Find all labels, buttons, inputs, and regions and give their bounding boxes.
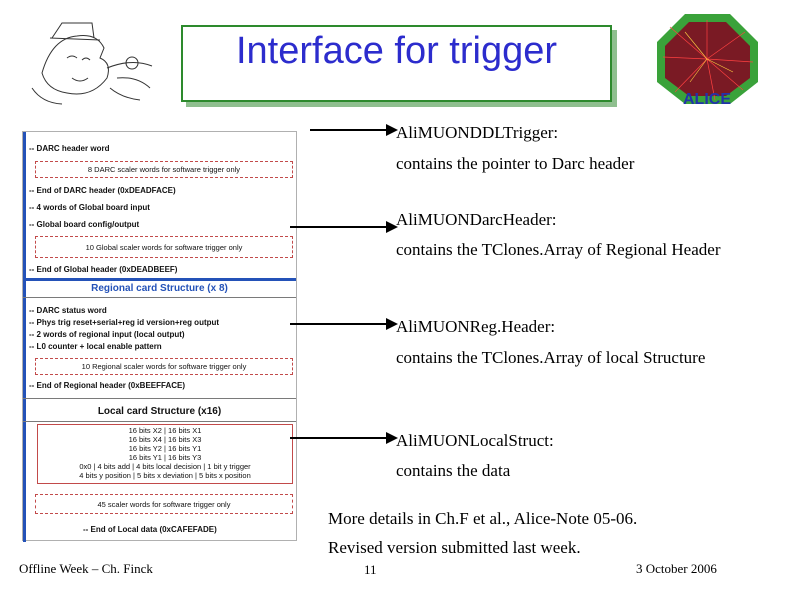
end-darc-header: -- End of DARC header (0xDEADFACE) xyxy=(29,186,176,195)
label-reg-header-class: AliMUONReg.Header: xyxy=(396,317,556,336)
footer-page-number: 11 xyxy=(364,562,377,577)
footer-author: Offline Week – Ch. Finck xyxy=(19,561,153,576)
phys-trig-reset: -- Phys trig reset+serial+reg id version… xyxy=(29,318,220,327)
local-data-row-3: 16 bits Y2 | 16 bits Y1 xyxy=(128,444,202,453)
local-scaler-words: 45 scaler words for software trigger onl… xyxy=(97,500,231,509)
global-board-input: -- 4 words of Global board input xyxy=(29,203,150,212)
mad-hatter-illustration xyxy=(31,22,153,105)
arrow-reg-header xyxy=(290,323,388,325)
local-data-row-2: 16 bits X4 | 16 bits X3 xyxy=(128,435,202,444)
arrow-ddl-trigger xyxy=(310,129,388,131)
label-ddl-trigger-desc: contains the pointer to Darc header xyxy=(396,154,635,173)
details-line-1: More details in Ch.F et al., Alice-Note … xyxy=(328,509,638,528)
local-card-title: Local card Structure (x16) xyxy=(97,406,222,417)
darc-header-word: -- DARC header word xyxy=(29,144,110,153)
regional-scaler-words: 10 Regional scaler words for software tr… xyxy=(81,362,247,371)
global-scaler-box: 10 Global scaler words for software trig… xyxy=(35,236,293,258)
label-darc-header-class: AliMUONDarcHeader: xyxy=(396,210,557,229)
global-scaler-words: 10 Global scaler words for software trig… xyxy=(85,243,243,252)
label-reg-header-desc: contains the TClones.Array of local Stru… xyxy=(396,348,706,367)
regional-divider xyxy=(23,278,296,281)
local-data-row-5: 0x0 | 4 bits add | 4 bits local decision… xyxy=(79,462,251,471)
darc-scaler-words: 8 DARC scaler words for software trigger… xyxy=(87,165,241,174)
regional-card-title: Regional card Structure (x 8) xyxy=(91,283,228,294)
end-global-header: -- End of Global header (0xDEADBEEF) xyxy=(29,265,178,274)
label-ddl-trigger-class: AliMUONDDLTrigger: xyxy=(396,123,559,142)
local-data-row-6: 4 bits y position | 5 bits x deviation |… xyxy=(79,471,251,480)
arrow-darc-header xyxy=(290,226,388,228)
local-data-row-1: 16 bits X2 | 16 bits X1 xyxy=(128,426,202,435)
footer-date: 3 October 2006 xyxy=(636,561,717,576)
end-regional-header: -- End of Regional header (0xBEEFFACE) xyxy=(29,381,186,390)
darc-scaler-box: 8 DARC scaler words for software trigger… xyxy=(35,161,293,178)
local-data-table: 16 bits X2 | 16 bits X1 16 bits X4 | 16 … xyxy=(37,424,293,484)
local-title-rule xyxy=(23,421,296,422)
data-format-diagram: -- DARC header word 8 DARC scaler words … xyxy=(22,131,297,542)
slide-title: Interface for trigger xyxy=(235,30,558,72)
end-local-data: -- End of Local data (0xCAFEFADE) xyxy=(83,525,217,534)
alice-logo-text: ALICE xyxy=(683,91,731,107)
global-board-config: -- Global board config/output xyxy=(29,220,140,229)
details-line-2: Revised version submitted last week. xyxy=(328,538,581,557)
local-divider xyxy=(23,398,296,399)
regional-input-words: -- 2 words of regional input (local outp… xyxy=(29,330,185,339)
regional-scaler-box: 10 Regional scaler words for software tr… xyxy=(35,358,293,375)
title-box xyxy=(181,25,612,102)
arrow-local-struct xyxy=(290,437,388,439)
label-local-struct-desc: contains the data xyxy=(396,461,511,480)
local-scaler-box: 45 scaler words for software trigger onl… xyxy=(35,494,293,514)
arrow-head-darc-header xyxy=(386,221,398,233)
darc-status-word: -- DARC status word xyxy=(29,306,107,315)
arrow-head-ddl-trigger xyxy=(386,124,398,136)
arrow-head-local-struct xyxy=(386,432,398,444)
diagram-left-bar xyxy=(23,132,26,542)
label-local-struct-class: AliMUONLocalStruct: xyxy=(396,431,554,450)
alice-logo: ALICE xyxy=(657,14,758,107)
arrow-head-reg-header xyxy=(386,318,398,330)
label-darc-header-desc: contains the TClones.Array of Regional H… xyxy=(396,240,721,259)
local-data-row-4: 16 bits Y1 | 16 bits Y3 xyxy=(128,453,202,462)
regional-title-rule xyxy=(23,297,296,298)
l0-counter: -- L0 counter + local enable pattern xyxy=(29,342,162,351)
